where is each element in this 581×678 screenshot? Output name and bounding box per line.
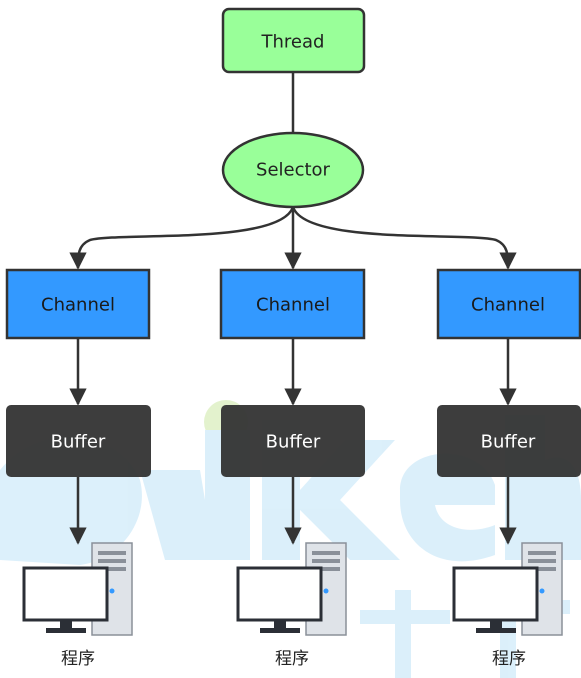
edge-selector-channel-1 (69, 206, 295, 270)
selector-node: Selector (221, 131, 365, 209)
computer-icon (452, 542, 563, 636)
buffer-node-1: Buffer (6, 405, 151, 477)
channel-label: Channel (471, 295, 545, 316)
thread-label: Thread (261, 32, 325, 53)
buffer-node-3: Buffer (437, 405, 581, 477)
edge-selector-channel-3 (291, 206, 517, 270)
channel-node-3: Channel (436, 268, 581, 340)
channel-label: Channel (256, 295, 330, 316)
program-label: 程序 (275, 649, 309, 669)
computer-icon (22, 542, 133, 636)
buffer-node-2: Buffer (221, 405, 365, 477)
computer-icon (236, 542, 347, 636)
thread-node: Thread (221, 7, 366, 74)
channel-node-2: Channel (219, 268, 366, 340)
channel-node-1: Channel (5, 268, 151, 340)
selector-label: Selector (256, 160, 331, 181)
buffer-label: Buffer (51, 432, 106, 453)
buffer-label: Buffer (481, 432, 536, 453)
connectors (69, 72, 517, 545)
program-label: 程序 (61, 649, 95, 669)
buffer-label: Buffer (266, 432, 321, 453)
channel-label: Channel (41, 295, 115, 316)
program-label: 程序 (492, 649, 526, 669)
